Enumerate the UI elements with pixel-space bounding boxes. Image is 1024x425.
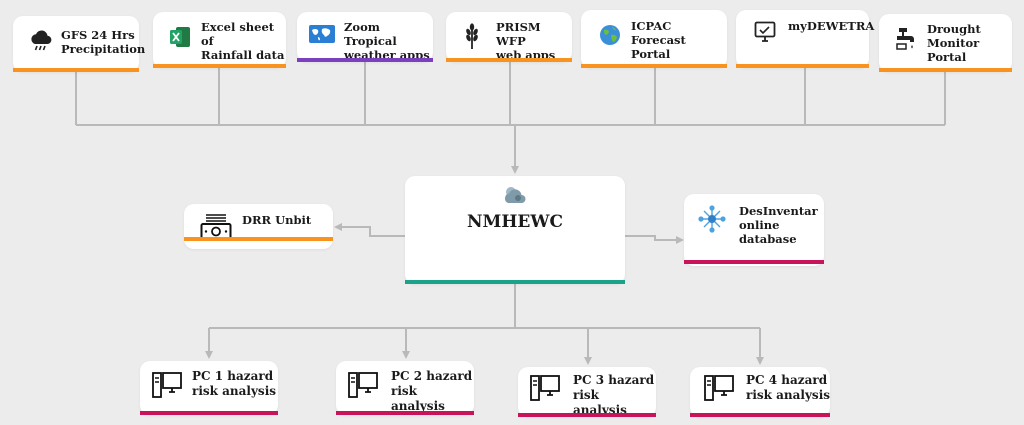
source-card-icpac: ICPAC Forecast Portal [581, 10, 727, 68]
output-accent-bar [684, 260, 824, 264]
hub-label: NMHEWC [467, 212, 563, 232]
source-label: PRISM WFP web apps [496, 20, 556, 62]
computer-icon [530, 375, 560, 401]
source-accent-bar [13, 68, 139, 72]
source-card-excel: Excel sheet of Rainfall data [153, 12, 286, 68]
pc-label: PC 3 hazard risk analysis [573, 373, 655, 417]
weather-cloud-icon [504, 187, 526, 203]
source-label: Zoom Tropical weather apps [344, 20, 430, 62]
source-card-mydewetra: myDEWETRA [736, 10, 874, 68]
source-accent-bar [297, 58, 433, 62]
pc-accent-bar [336, 411, 474, 415]
pc-card-2: PC 2 hazard risk analysis [336, 361, 474, 415]
source-label: Drought Monitor Portal [927, 22, 981, 64]
world-map-icon [309, 25, 335, 43]
source-card-gfs: GFS 24 Hrs Precipitation [13, 16, 145, 72]
wheat-icon [466, 23, 478, 49]
pc-card-3: PC 3 hazard risk analysis [518, 367, 656, 417]
source-accent-bar [736, 64, 869, 68]
source-accent-bar [446, 58, 572, 62]
source-accent-bar [581, 64, 727, 68]
tap-icon [896, 28, 914, 50]
output-label: DesInventar online database [739, 204, 818, 246]
output-card-desinventar: DesInventar online database [684, 194, 824, 266]
drr-output-arrow [334, 223, 405, 237]
pc-accent-bar [690, 413, 830, 417]
computer-icon [348, 372, 378, 398]
hub-accent-bar [405, 280, 625, 284]
hub-card-nmhewc: NMHEWC [405, 176, 625, 284]
source-card-prism: PRISM WFP web apps [446, 12, 572, 62]
desinventar-output-arrow [625, 235, 684, 244]
network-icon [698, 205, 726, 233]
output-card-drr: DRR Unbit [184, 204, 333, 249]
source-accent-bar [153, 64, 286, 68]
pc-label: PC 2 hazard risk analysis [391, 369, 473, 413]
source-label: ICPAC Forecast Portal [631, 19, 686, 61]
source-label: myDEWETRA [788, 19, 875, 33]
source-accent-bar [879, 68, 1012, 72]
computer-icon [704, 375, 734, 401]
globe-icon [600, 25, 620, 45]
source-label: GFS 24 Hrs Precipitation [61, 28, 146, 56]
computer-icon [152, 372, 182, 398]
output-accent-bar [184, 237, 333, 241]
monitor-icon [754, 21, 776, 42]
pc-card-1: PC 1 hazard risk analysis [140, 361, 278, 415]
source-label: Excel sheet of Rainfall data [201, 20, 285, 62]
excel-icon [170, 27, 190, 47]
pc-accent-bar [140, 411, 278, 415]
pc-accent-bar [518, 413, 656, 417]
pc-label: PC 4 hazard risk analysis [746, 373, 831, 402]
source-card-drought: Drought Monitor Portal [879, 14, 1012, 72]
cloud-rain-icon [31, 30, 52, 51]
pc-card-4: PC 4 hazard risk analysis [690, 367, 830, 417]
source-card-zoom: Zoom Tropical weather apps [297, 12, 433, 62]
pc-label: PC 1 hazard risk analysis [192, 369, 277, 398]
output-label: DRR Unbit [242, 213, 312, 227]
